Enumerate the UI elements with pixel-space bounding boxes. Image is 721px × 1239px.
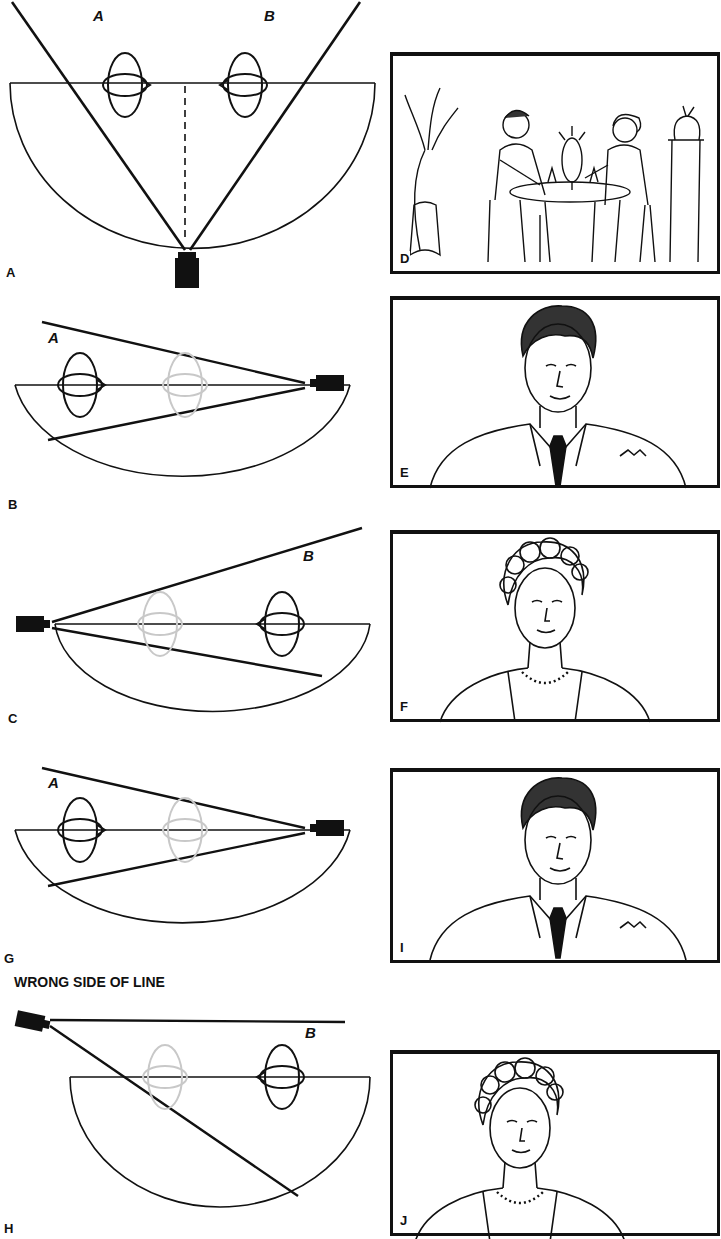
panel-letter: B [8,498,17,511]
figure-label: A [93,8,104,23]
panel-letter: J [399,1213,408,1228]
figure-label: A [48,775,59,790]
picture-frame: E [390,296,720,488]
picture-frame: D [390,52,720,274]
figure-label: B [303,548,314,563]
panel-letter: D [399,251,410,266]
panel-letter: H [4,1222,13,1235]
panel-letter: F [399,699,409,714]
panel-letter: G [4,952,14,965]
figure-label: B [305,1025,316,1040]
picture-frame: J [390,1050,720,1236]
panel-letter: A [6,266,15,279]
figure-label: B [264,8,275,23]
panel-letter: C [8,712,17,725]
warning-text: WRONG SIDE OF LINE [14,975,165,989]
picture-frame: F [390,530,720,722]
figure-label: A [48,330,59,345]
picture-frame: I [390,768,720,963]
panel-letter: E [399,465,410,480]
panel-letter: I [399,940,405,955]
